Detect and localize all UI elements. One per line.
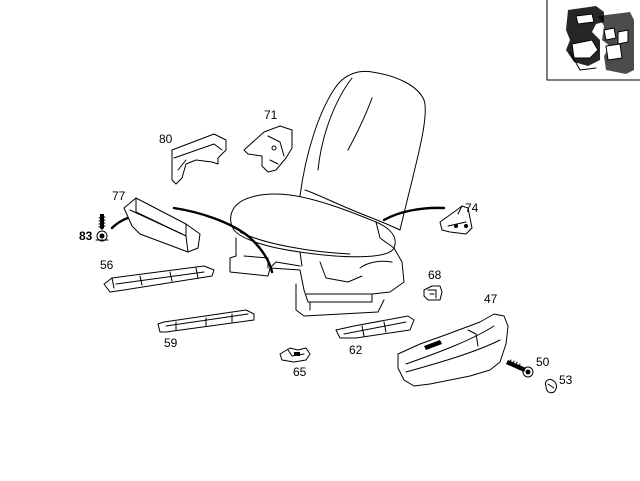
- part-71: [243, 125, 293, 173]
- label-47: 47: [484, 292, 498, 306]
- label-59: 59: [164, 336, 178, 350]
- label-50: 50: [536, 355, 550, 369]
- label-74: 74: [465, 201, 479, 215]
- part-59: [157, 309, 255, 333]
- seat-outline: [229, 70, 426, 317]
- part-labels: 80 71 77 83 56 59 62 65 68 74 47 50 53: [79, 108, 573, 387]
- part-77: [123, 197, 201, 253]
- part-68: [423, 285, 443, 301]
- label-83: 83: [79, 229, 93, 243]
- label-71: 71: [264, 108, 278, 122]
- inset-seat-icon: [566, 6, 634, 74]
- part-53-clip: [545, 379, 557, 394]
- part-80: [171, 133, 227, 185]
- label-68: 68: [428, 268, 442, 282]
- label-53: 53: [559, 373, 573, 387]
- part-56: [103, 265, 215, 293]
- label-65: 65: [293, 365, 307, 379]
- label-77: 77: [112, 189, 126, 203]
- label-80: 80: [159, 132, 173, 146]
- part-62: [335, 315, 415, 339]
- label-56: 56: [100, 258, 114, 272]
- part-47: [397, 313, 509, 387]
- part-83-screw: [95, 214, 109, 242]
- part-74: [439, 205, 473, 235]
- part-65: [279, 347, 311, 363]
- inset-thumbnail: [546, 0, 640, 81]
- label-62: 62: [349, 343, 363, 357]
- part-50-screw: [506, 359, 534, 378]
